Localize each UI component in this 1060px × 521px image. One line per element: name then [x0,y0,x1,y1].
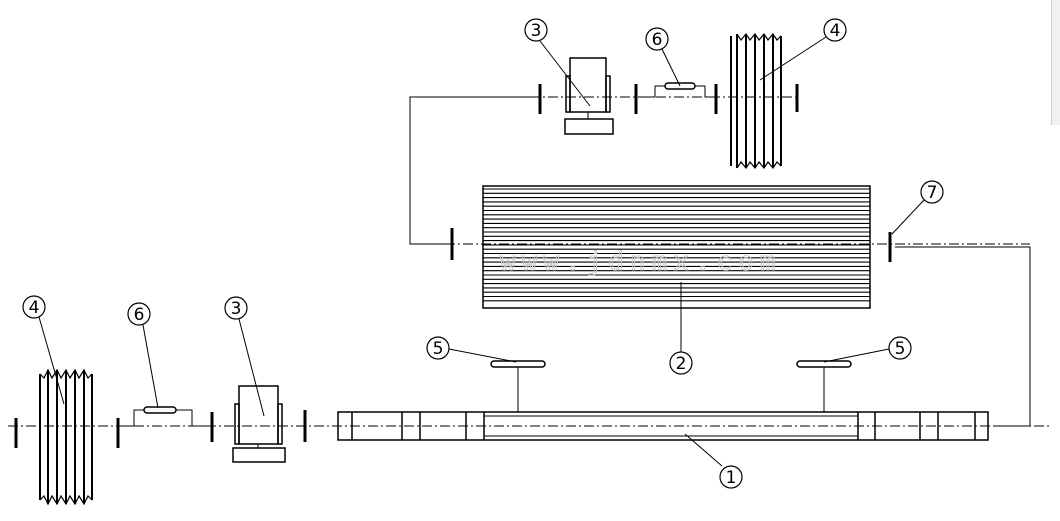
callout-1: 1 [684,433,743,489]
pulley-bottom [39,368,93,506]
callout-1-label: 1 [726,468,737,488]
callout-4-top: 4 [759,18,847,81]
callout-3-top: 3 [524,18,591,107]
main-shaft [8,411,1052,441]
grooved-roller [482,185,871,309]
callout-2: 2 [669,282,693,375]
top-drive-assembly [409,32,800,245]
callout-5-left-label: 5 [433,339,444,359]
callout-6-bottom-label: 6 [134,305,145,325]
reducer-top [564,57,614,135]
callout-6-bottom: 6 [127,302,159,409]
coupling-top [645,82,718,114]
window-edge-strip [1051,0,1060,125]
callout-4-top-label: 4 [830,21,841,41]
callout-7: 7 [891,180,944,235]
watermark-text: www.jdnmx.com [500,247,782,277]
coupling-bottom [122,406,208,427]
pulley-top [730,32,799,170]
callout-3-bottom-label: 3 [231,299,242,319]
support-left [490,360,546,412]
callout-6-top: 6 [645,27,681,87]
reducer-bottom [232,385,286,463]
callout-3-bottom: 3 [224,296,265,417]
support-right [796,360,852,412]
callout-5-left: 5 [426,336,517,363]
callout-2-label: 2 [676,354,687,374]
bottom-drive-assembly [14,368,307,506]
callout-3-top-label: 3 [531,21,542,41]
callout-4-bottom-label: 4 [29,298,40,318]
callout-5-right: 5 [823,336,912,363]
callout-6-top-label: 6 [652,30,663,50]
callout-4-bottom: 4 [22,295,65,405]
callout-7-label: 7 [927,183,938,203]
callout-5-right-label: 5 [895,339,906,359]
